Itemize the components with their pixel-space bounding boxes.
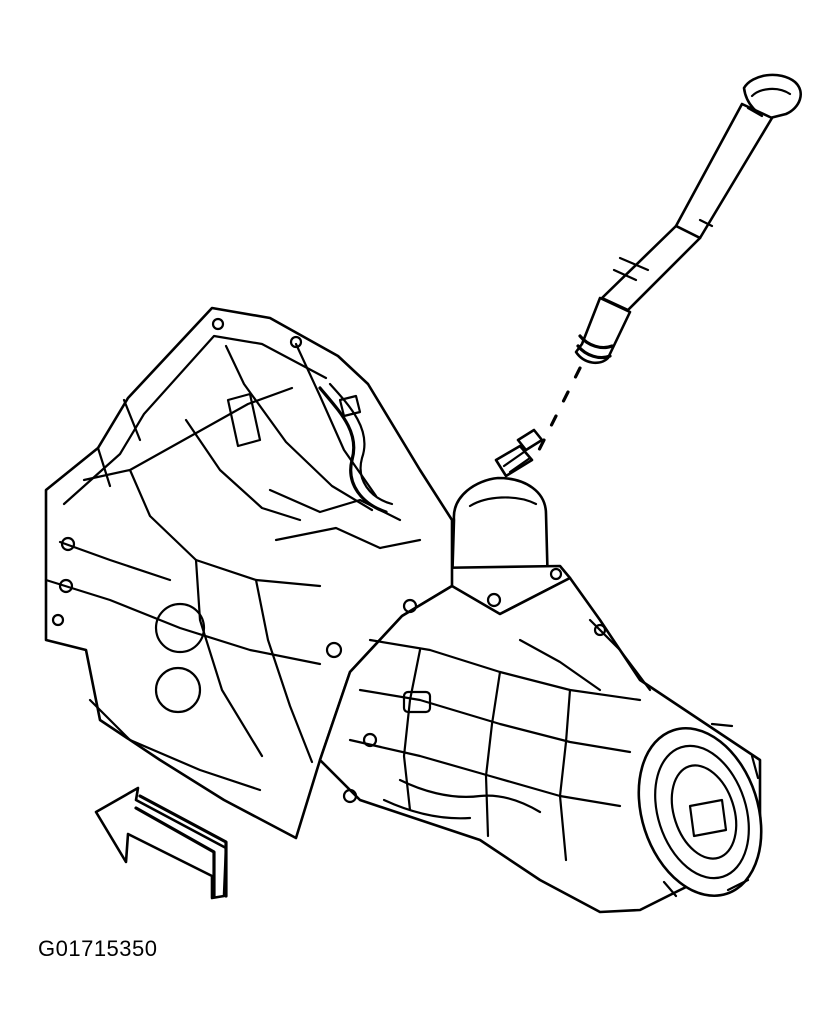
figure-id-label: G01715350 <box>38 936 158 961</box>
shift-tower <box>430 428 572 616</box>
alignment-line <box>536 366 582 454</box>
wiring-harness <box>268 382 422 550</box>
bell-housing <box>44 306 454 840</box>
shift-lever <box>574 73 802 365</box>
output-flange <box>637 722 763 898</box>
direction-arrow <box>94 786 228 900</box>
